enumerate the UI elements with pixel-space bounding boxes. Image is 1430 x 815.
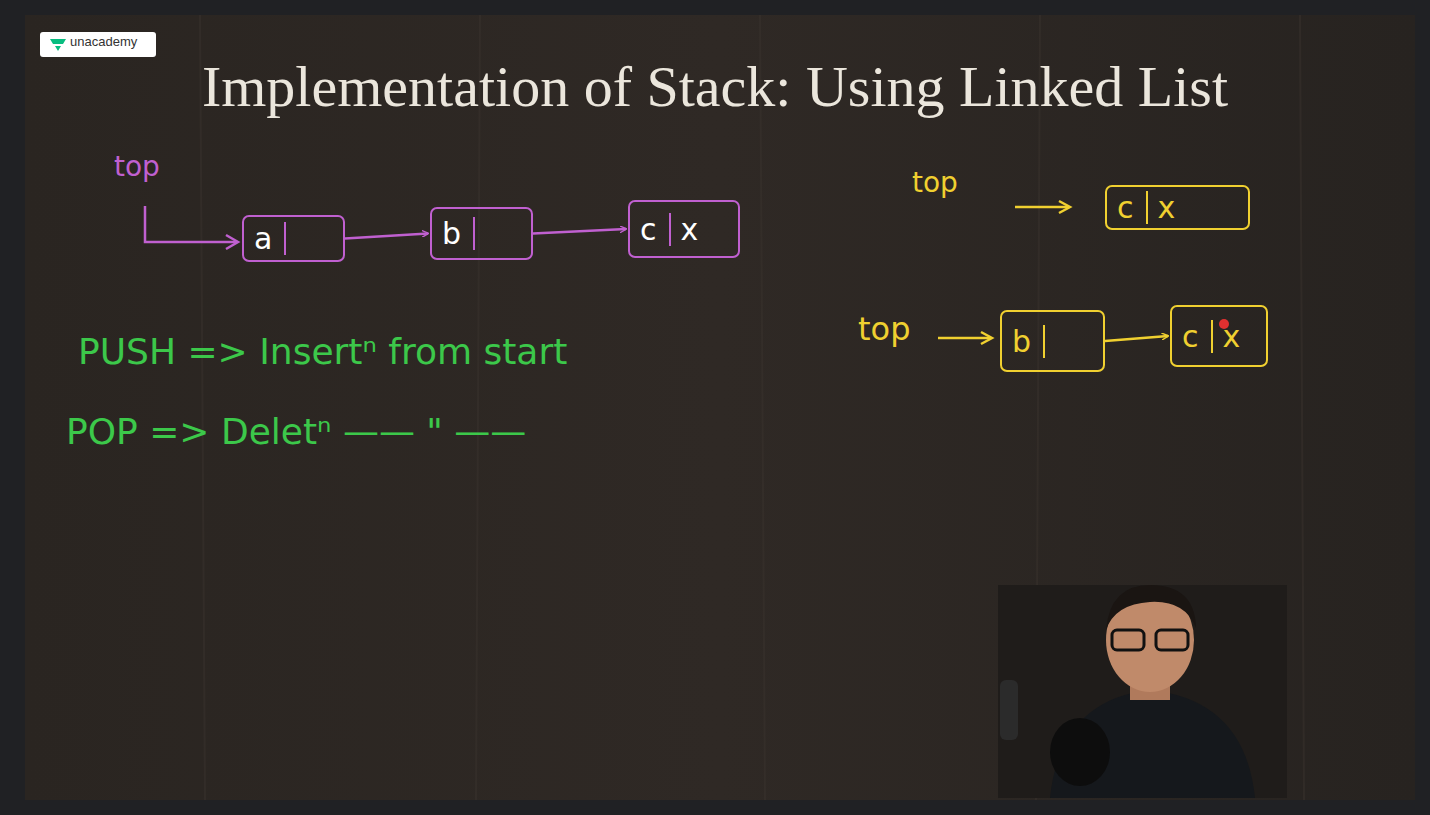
node-value: c <box>1117 191 1148 224</box>
arrow-head <box>981 332 992 344</box>
list-node: cx <box>1105 185 1250 230</box>
node-next: x <box>1213 320 1241 353</box>
next-pointer <box>345 234 428 239</box>
node-next: x <box>1148 191 1176 224</box>
pointer-name: top <box>858 312 910 347</box>
node-next: x <box>671 213 699 246</box>
arrow-head <box>226 235 238 249</box>
list-node: b <box>1000 310 1105 372</box>
slide-title: Implementation of Stack: Using Linked Li… <box>0 55 1430 119</box>
note-text: PUSH => Insertⁿ from start <box>78 332 567 372</box>
node-value: a <box>254 222 286 255</box>
arrow-head <box>1059 201 1070 213</box>
next-pointer <box>1105 336 1168 341</box>
list-node: b <box>430 207 533 260</box>
logo-icon <box>50 39 66 51</box>
list-node: a <box>242 215 345 262</box>
node-value: c <box>640 213 671 246</box>
node-value: b <box>442 217 475 250</box>
node-value: c <box>1182 320 1213 353</box>
node-value: b <box>1012 325 1045 358</box>
top-pointer <box>938 337 990 340</box>
note-text: POP => Deletⁿ —— " —— <box>66 412 526 452</box>
top-pointer <box>1015 206 1068 209</box>
instructor-video <box>998 585 1287 798</box>
next-pointer <box>533 229 626 234</box>
list-node: cx <box>1170 305 1268 367</box>
wood-grain <box>200 15 1304 800</box>
logo-text: unacademy <box>70 35 137 49</box>
logo-badge <box>40 32 156 57</box>
pointer-name: top <box>114 152 160 183</box>
top-pointer <box>145 206 236 242</box>
chalkboard <box>25 15 1415 800</box>
list-node: cx <box>628 200 740 258</box>
pointer-name: top <box>912 168 958 199</box>
